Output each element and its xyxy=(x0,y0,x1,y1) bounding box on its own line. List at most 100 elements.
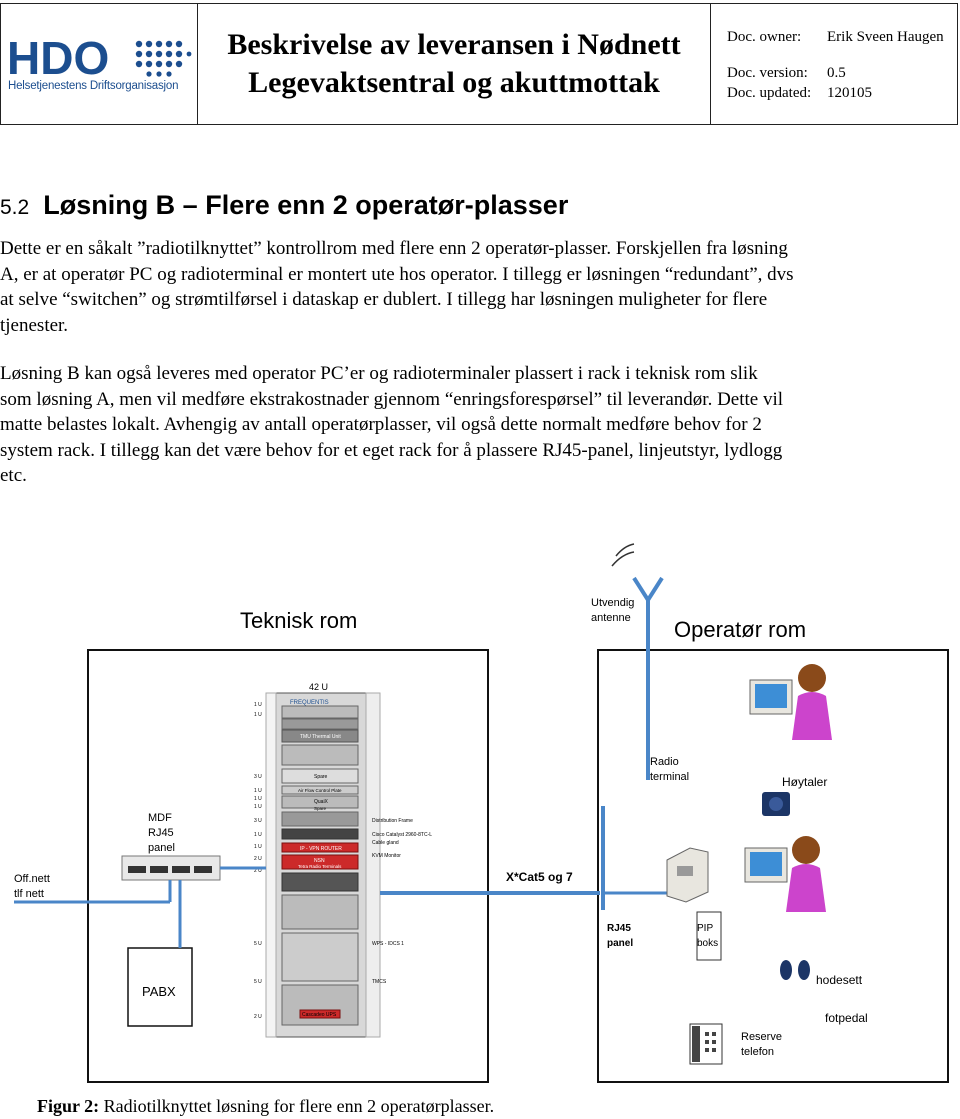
paragraph-1: Dette er en såkalt ”radiotilknyttet” kon… xyxy=(0,236,940,338)
pip-label: PIP xyxy=(697,923,713,934)
rack-label: TMU Thermal Unit xyxy=(300,734,341,740)
svg-text:3 U: 3 U xyxy=(254,818,262,824)
operator-workstation-icon xyxy=(744,836,826,912)
antenna-label: Utvendig xyxy=(591,597,634,609)
teknisk-rom-box xyxy=(87,649,489,1083)
figure-caption: Figur 2: Radiotilknyttet løsning for fle… xyxy=(37,1096,494,1117)
network-diagram: Teknisk rom Operatør rom Utvendig antenn… xyxy=(14,543,949,1083)
mdf-label: MDF xyxy=(148,812,172,824)
owner-label: Doc. owner: xyxy=(727,29,802,45)
section-title: Løsning B – Flere enn 2 operatør-plasser xyxy=(43,190,569,220)
rack-label: FREQUENTIS xyxy=(290,700,329,706)
offnett-label: Off.nett xyxy=(14,873,50,885)
rack-label: Distribution Frame xyxy=(372,818,413,824)
owner-row: Doc. owner: Erik Sveen Haugen xyxy=(727,29,944,46)
teknisk-rom-label: Teknisk rom xyxy=(240,608,357,633)
cable-label: X*Cat5 og 7 xyxy=(506,870,573,884)
pabx-box xyxy=(127,947,193,1027)
title-line-1: Beskrivelse av leveransen i Nødnett xyxy=(227,28,681,61)
antenna-label: antenne xyxy=(591,612,631,624)
operator-rom-label: Operatør rom xyxy=(674,617,806,642)
rack-label: Tetra Radio Terminals xyxy=(298,864,342,869)
rack-label: Cascadeo UPS xyxy=(302,1012,337,1018)
reserve-label: Reserve xyxy=(741,1031,782,1043)
pip-box-icon xyxy=(696,911,722,961)
updated-value: 120105 xyxy=(827,85,872,101)
fotpedal-label: fotpedal xyxy=(825,1011,868,1025)
svg-text:3 U: 3 U xyxy=(254,774,262,780)
paragraph-line: tjenester. xyxy=(0,314,69,336)
rack-u-labels: 1 U 1 U 3 U 1 U 1 U 1 U 3 U 1 U 1 U 2 U … xyxy=(254,702,262,1020)
phone-icon xyxy=(689,1023,723,1065)
logo-subtitle: Helsetjenestens Driftsorganisasjon xyxy=(8,80,179,92)
rack-label: QuaiX xyxy=(314,799,329,805)
paragraph-line: system rack. I tillegg kan det være beho… xyxy=(0,439,783,461)
svg-text:1 U: 1 U xyxy=(254,832,262,838)
operator-workstation-icon xyxy=(749,664,832,740)
section-heading: 5.2 Løsning B – Flere enn 2 operatør-plas… xyxy=(0,190,568,221)
logo-cell: HDO Helsetjenestens Driftsorganisasjon xyxy=(1,4,198,124)
svg-text:1 U: 1 U xyxy=(254,712,262,718)
updated-row: Doc. updated: 120105 xyxy=(727,85,872,102)
document-header: HDO Helsetjenestens Driftsorganisasjon B… xyxy=(0,3,958,125)
paragraph-line: at selve “switchen” og strømtilførsel i … xyxy=(0,289,768,310)
version-label: Doc. version: xyxy=(727,65,808,81)
mdf-label: panel xyxy=(148,842,175,854)
rack-label: Cable gland xyxy=(372,840,399,846)
radio-terminal-icon xyxy=(666,847,709,903)
paragraph-line: etc. xyxy=(0,465,27,486)
rack-label: TMCS xyxy=(372,979,387,985)
hdo-logo: HDO xyxy=(7,36,192,80)
caption-label: Figur 2: xyxy=(37,1096,100,1116)
rack-label: Cisco Catalyst 2960-8TC-L xyxy=(372,832,432,838)
svg-text:1 U: 1 U xyxy=(254,796,262,802)
svg-text:5 U: 5 U xyxy=(254,979,262,985)
rack-label: Spare xyxy=(314,806,327,811)
mdf-panel-icon xyxy=(121,855,221,881)
svg-text:1 U: 1 U xyxy=(254,844,262,850)
svg-text:1 U: 1 U xyxy=(254,788,262,794)
logo-wordmark: HDO xyxy=(7,36,109,80)
rack-label: Spare xyxy=(314,774,328,780)
paragraph-line: A, er at operatør PC og radioterminal er… xyxy=(0,263,794,285)
reserve-label: telefon xyxy=(741,1046,774,1058)
rj45-label: panel xyxy=(607,938,633,949)
paragraph-line: Dette er en såkalt ”radiotilknyttet” kon… xyxy=(0,238,788,259)
doc-meta: Doc. owner: Erik Sveen Haugen Doc. versi… xyxy=(711,4,957,124)
hodesett-label: hodesett xyxy=(816,973,863,987)
speaker-label: Høytaler xyxy=(782,775,827,789)
speaker-icon xyxy=(762,792,790,816)
pip-label: boks xyxy=(697,938,718,949)
svg-text:1 U: 1 U xyxy=(254,804,262,810)
version-row: Doc. version: 0.5 xyxy=(727,65,846,82)
rack-label: IP - VPN ROUTER xyxy=(300,846,342,852)
headset-icon xyxy=(780,960,810,980)
paragraph-line: Løsning B kan også leveres med operator … xyxy=(0,363,758,384)
svg-text:1 U: 1 U xyxy=(254,702,262,708)
mdf-label: RJ45 xyxy=(148,827,174,839)
version-value: 0.5 xyxy=(827,65,846,81)
rack-label: NSN xyxy=(314,858,325,864)
svg-text:2 U: 2 U xyxy=(254,856,262,862)
rj45-label: RJ45 xyxy=(607,923,631,934)
pabx-label: PABX xyxy=(142,984,176,999)
rack-label: WPS - IDCS 1 xyxy=(372,941,404,947)
rack-label: KVM Monitor xyxy=(372,853,401,859)
paragraph-line: som løsning A, men vil medføre ekstrakos… xyxy=(0,388,784,410)
offnett-label: tlf nett xyxy=(14,888,44,900)
svg-text:2 U: 2 U xyxy=(254,1014,262,1020)
caption-text: Radiotilknyttet løsning for flere enn 2 … xyxy=(99,1096,495,1116)
logo-dots xyxy=(135,40,192,77)
server-rack xyxy=(265,692,381,1038)
rack-label: Air Flow Control Plate xyxy=(298,788,342,793)
section-number: 5.2 xyxy=(0,196,30,219)
document-title: Beskrivelse av leveransen i Nødnett Lege… xyxy=(198,4,711,124)
owner-value: Erik Sveen Haugen xyxy=(827,29,944,45)
paragraph-2: Løsning B kan også leveres med operator … xyxy=(0,361,940,489)
title-line-2: Legevaktsentral og akuttmottak xyxy=(248,66,660,99)
radio-label: terminal xyxy=(650,771,689,783)
updated-label: Doc. updated: xyxy=(727,85,812,101)
paragraph-line: matte belastes lokalt. Avhengig av antal… xyxy=(0,414,762,435)
antenna-icon xyxy=(611,543,664,780)
svg-text:2 U: 2 U xyxy=(254,868,262,874)
